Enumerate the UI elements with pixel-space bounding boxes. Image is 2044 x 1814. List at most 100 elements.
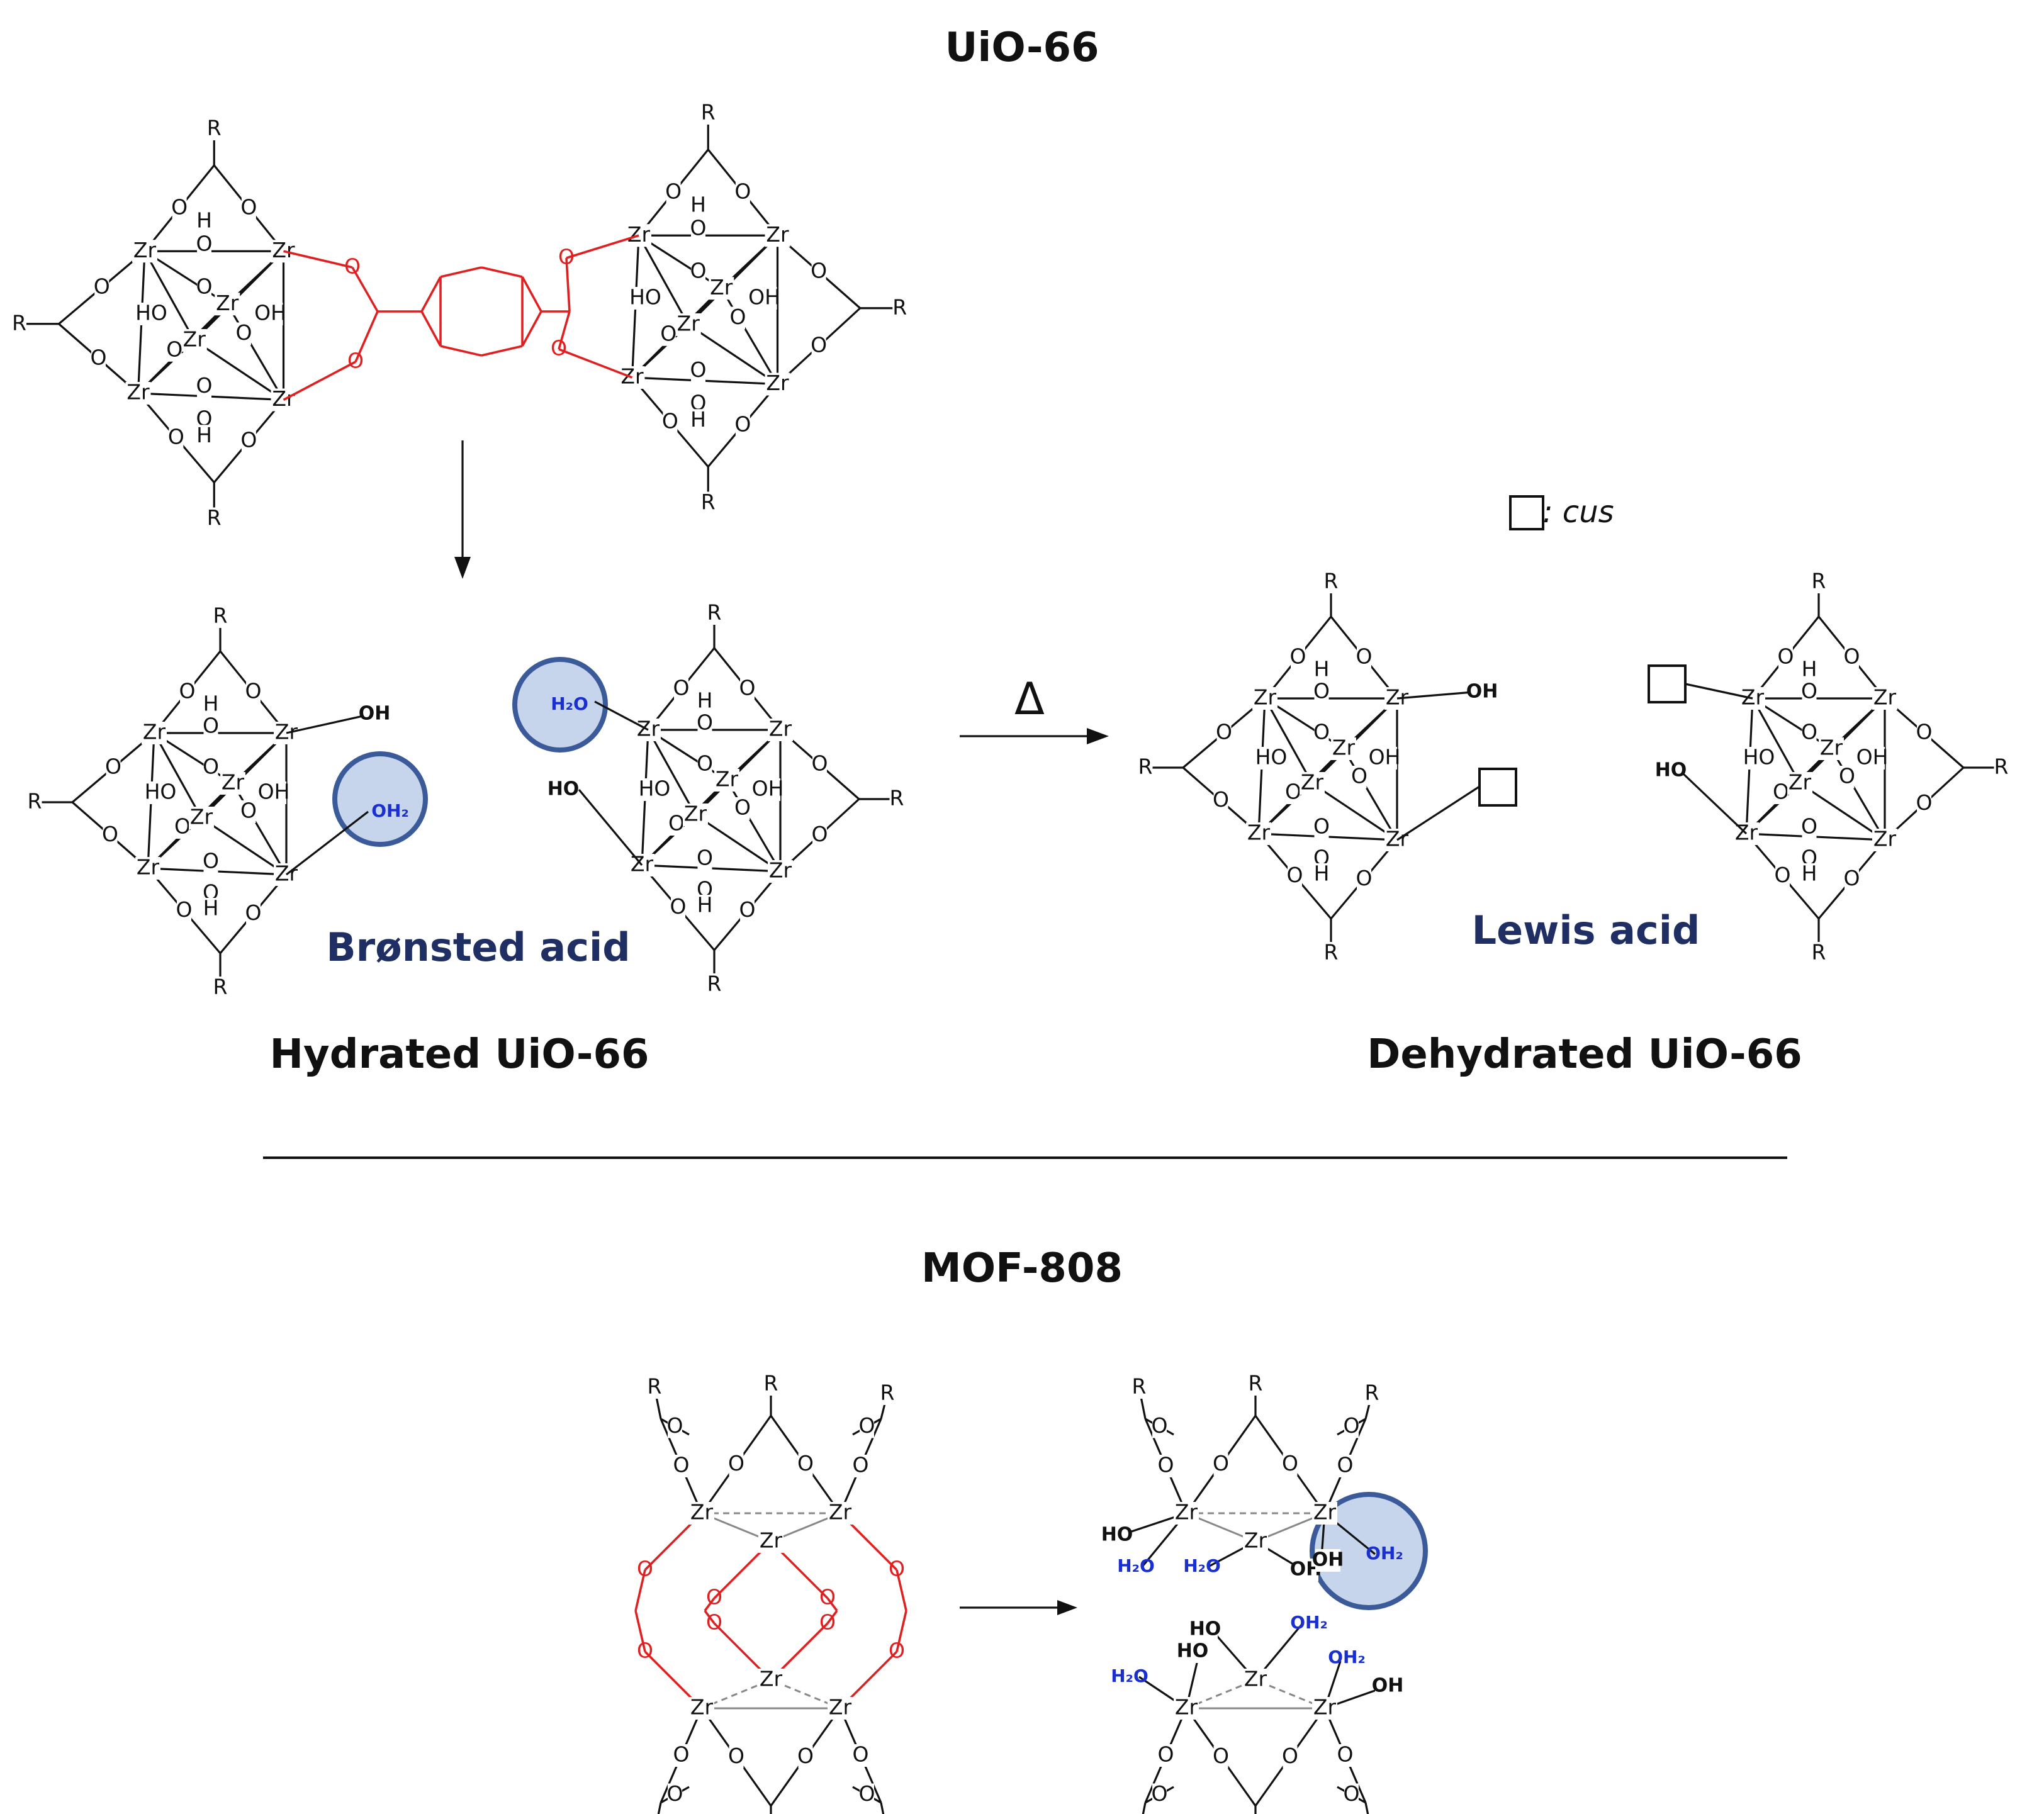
carboxylate-o: O xyxy=(670,894,687,919)
carboxylate-o: O xyxy=(1344,1413,1360,1438)
atom-knockout xyxy=(1288,865,1302,888)
linker-oxygen: O xyxy=(706,1610,722,1635)
zr-atom: Zr xyxy=(829,1500,852,1525)
atom-knockout xyxy=(853,1744,868,1767)
atom-knockout xyxy=(1174,1502,1199,1525)
carboxylate-o: O xyxy=(1213,1451,1229,1475)
carboxylate-o: O xyxy=(1158,1742,1174,1767)
carboxylate-o: O xyxy=(859,1413,875,1438)
atom-knockout xyxy=(1312,1697,1337,1720)
carboxylate-o: O xyxy=(179,679,196,703)
hydroxo-h: H xyxy=(690,193,706,217)
atom-knockout xyxy=(729,1745,744,1769)
terminal-ho: HO xyxy=(548,778,580,800)
linker-bond xyxy=(420,276,442,312)
r-group: R xyxy=(707,600,722,625)
atom-knockout xyxy=(220,772,245,795)
mu3-oxo: O xyxy=(697,846,713,870)
atom-knockout xyxy=(1338,1455,1352,1477)
r-group: R xyxy=(1132,1374,1147,1399)
hydroxo-h: H xyxy=(697,688,713,713)
atom-knockout xyxy=(257,303,283,325)
r-group: R xyxy=(707,971,722,996)
mu3-oxo: O xyxy=(690,259,707,283)
atom-knockout xyxy=(1802,863,1817,886)
linker-oxygen: O xyxy=(637,1557,653,1581)
atom-knockout xyxy=(197,276,211,299)
r-group: R xyxy=(213,603,228,628)
atom-knockout xyxy=(740,678,755,700)
zr-zr-edge xyxy=(695,814,781,873)
carboxylate-o: O xyxy=(176,897,193,922)
carboxylate-o: O xyxy=(1213,787,1229,812)
zr-zr-edge xyxy=(143,250,196,341)
mu3-oxo: O xyxy=(697,751,713,776)
atom-knockout xyxy=(735,414,750,437)
atom-knockout xyxy=(1344,1783,1359,1806)
carboxylate-o: O xyxy=(1216,720,1232,744)
zr-atom: Zr xyxy=(1873,685,1897,710)
atom-knockout xyxy=(689,1697,714,1720)
carboxylate-o: O xyxy=(734,412,751,437)
linker-bond xyxy=(896,1569,907,1611)
atom-knockout xyxy=(758,1530,783,1553)
zr-zr-edge xyxy=(226,303,284,401)
bronsted-water-highlight xyxy=(332,751,428,847)
delta-symbol: Δ xyxy=(1014,673,1045,725)
zr-zr-edge xyxy=(201,817,287,876)
benzene-bond xyxy=(481,345,523,357)
zr-atom: Zr xyxy=(760,1667,783,1691)
linker-bond xyxy=(826,1610,838,1625)
terminal-oh2: OH₂ xyxy=(1328,1647,1366,1667)
r-group: R xyxy=(28,789,42,814)
linker-bond xyxy=(704,1610,716,1625)
atom-knockout xyxy=(691,260,705,283)
mu3-oxo: OH xyxy=(1856,745,1889,770)
atom-knockout xyxy=(1314,863,1329,886)
atom-knockout xyxy=(700,491,716,515)
title-uio66: UiO-66 xyxy=(945,25,1099,71)
cus-site-square-2 xyxy=(1648,664,1687,703)
hydroxo-h: H xyxy=(1802,861,1817,886)
r-group: R xyxy=(1249,1371,1263,1396)
zr-atom: Zr xyxy=(690,1695,714,1720)
atom-knockout xyxy=(1746,747,1772,770)
carboxylate-o: O xyxy=(1916,790,1933,815)
atom-knockout xyxy=(1331,737,1356,760)
atom-knockout xyxy=(828,1502,853,1525)
r-group: R xyxy=(701,490,716,514)
atom-knockout xyxy=(197,425,211,448)
linker-oxygen: O xyxy=(819,1610,836,1635)
zr-atom: Zr xyxy=(1244,1528,1267,1553)
atom-knockout xyxy=(765,372,790,396)
zr-zr-edge xyxy=(687,323,778,385)
atom-knockout xyxy=(1314,659,1329,681)
linker-bond xyxy=(283,361,356,401)
atom-knockout xyxy=(169,426,184,449)
atom-knockout xyxy=(189,807,214,829)
atom-knockout xyxy=(1344,1415,1359,1438)
atom-knockout xyxy=(91,347,106,370)
mu3-oxo: O xyxy=(1285,780,1301,804)
zr-atom: Zr xyxy=(1788,770,1812,795)
linker-bond xyxy=(565,257,571,312)
bond xyxy=(578,788,643,866)
zr-atom: Zr xyxy=(272,238,295,262)
carboxylate-o: O xyxy=(1344,1781,1360,1806)
bronsted-water-highlight-2 xyxy=(512,657,608,753)
terminal-ho: HO xyxy=(1655,759,1687,781)
zr-atom: Zr xyxy=(1313,1695,1337,1720)
r-group: R xyxy=(1138,754,1153,779)
atom-knockout xyxy=(765,224,790,247)
atom-knockout xyxy=(241,197,256,220)
atom-knockout xyxy=(683,803,708,826)
atom-knockout xyxy=(642,778,667,801)
atom-knockout xyxy=(735,797,750,820)
atom-knockout xyxy=(1839,766,1855,788)
atom-knockout xyxy=(167,339,182,362)
mu3-oxo: O xyxy=(660,321,677,345)
atom-knockout xyxy=(751,287,777,310)
atom-knockout xyxy=(148,781,173,804)
atom-knockout xyxy=(1375,1675,1400,1698)
r-group: R xyxy=(213,975,228,999)
